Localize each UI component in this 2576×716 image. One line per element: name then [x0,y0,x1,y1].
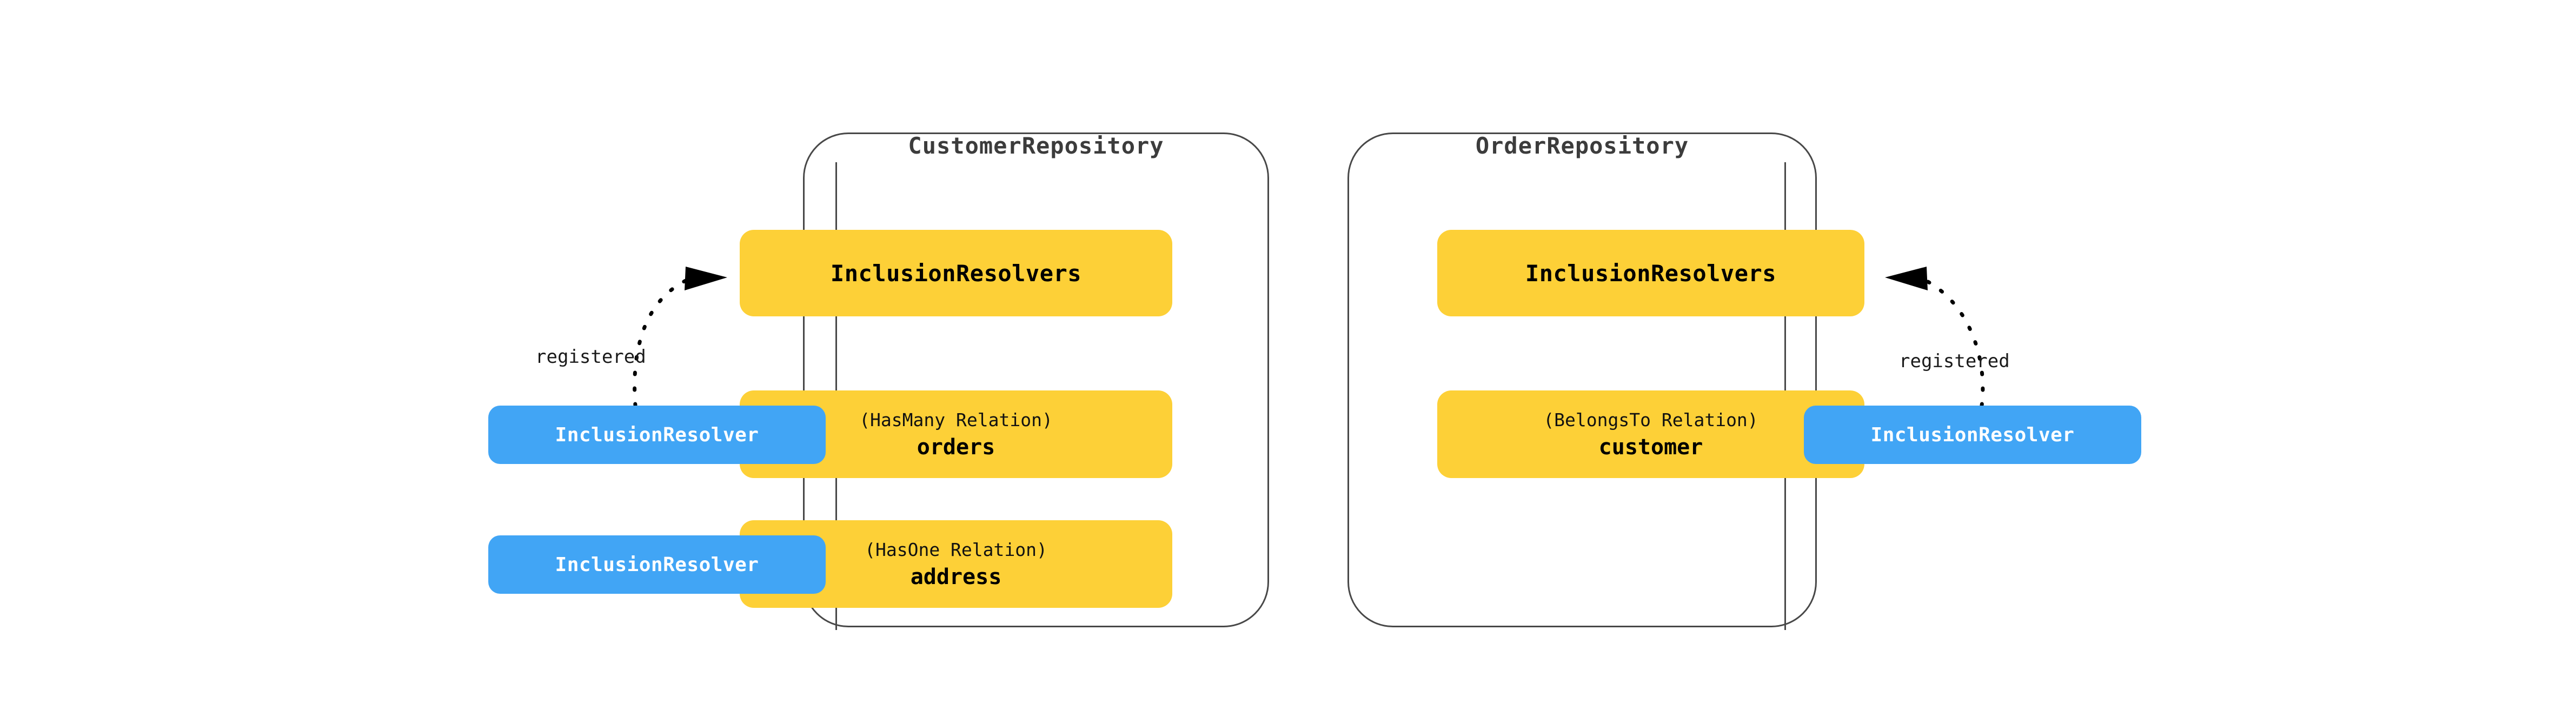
spine-order-top [1784,162,1786,233]
spine-customer-mid-2 [835,476,837,522]
edge-label-registered-order-text: registered [1899,350,2010,372]
inclusion-resolver-chip-label-customer-orders: InclusionResolver [555,423,759,446]
repository-title-order-text: OrderRepository [1475,132,1689,159]
inclusion-resolvers-label-order: InclusionResolvers [1525,260,1777,287]
inclusion-resolver-chip-label-order-customer: InclusionResolver [1870,423,2075,446]
relation-name-customer-address: address [910,564,1002,589]
edge-label-registered-customer: registered [535,346,646,368]
edge-label-registered-customer-text: registered [535,346,646,368]
repository-container-customer [803,132,1269,627]
repository-title-customer: CustomerRepository [803,132,1269,159]
edge-label-registered-order: registered [1899,350,2010,372]
spine-customer-bottom [835,606,837,630]
inclusion-resolver-chip-order-customer[interactable]: InclusionResolver [1804,406,2141,464]
relation-kind-customer-orders: (HasMany Relation) [859,409,1053,430]
spine-order-mid [1784,314,1786,392]
inclusion-resolver-chip-customer-orders[interactable]: InclusionResolver [488,406,826,464]
registered-arrow-order-icon [1885,267,1985,408]
repository-title-order: OrderRepository [1347,132,1817,159]
relation-box-order-customer[interactable]: (BelongsTo Relation) customer [1437,390,1864,478]
spine-customer-top [835,162,837,233]
inclusion-resolver-chip-label-customer-address: InclusionResolver [555,553,759,576]
spine-order-bottom [1784,476,1786,630]
repository-container-order [1347,132,1817,627]
relation-name-order-customer: customer [1598,434,1703,460]
registered-arrow-customer-icon [633,267,727,408]
inclusion-resolvers-label-customer: InclusionResolvers [830,260,1082,287]
spine-customer-mid-1 [835,314,837,392]
inclusion-resolvers-box-order[interactable]: InclusionResolvers [1437,230,1864,316]
relation-name-customer-orders: orders [917,434,995,460]
repository-title-customer-text: CustomerRepository [908,132,1164,159]
inclusion-resolver-chip-customer-address[interactable]: InclusionResolver [488,535,826,594]
relation-kind-order-customer: (BelongsTo Relation) [1543,409,1758,430]
inclusion-resolvers-box-customer[interactable]: InclusionResolvers [740,230,1172,316]
relation-kind-customer-address: (HasOne Relation) [865,539,1047,560]
